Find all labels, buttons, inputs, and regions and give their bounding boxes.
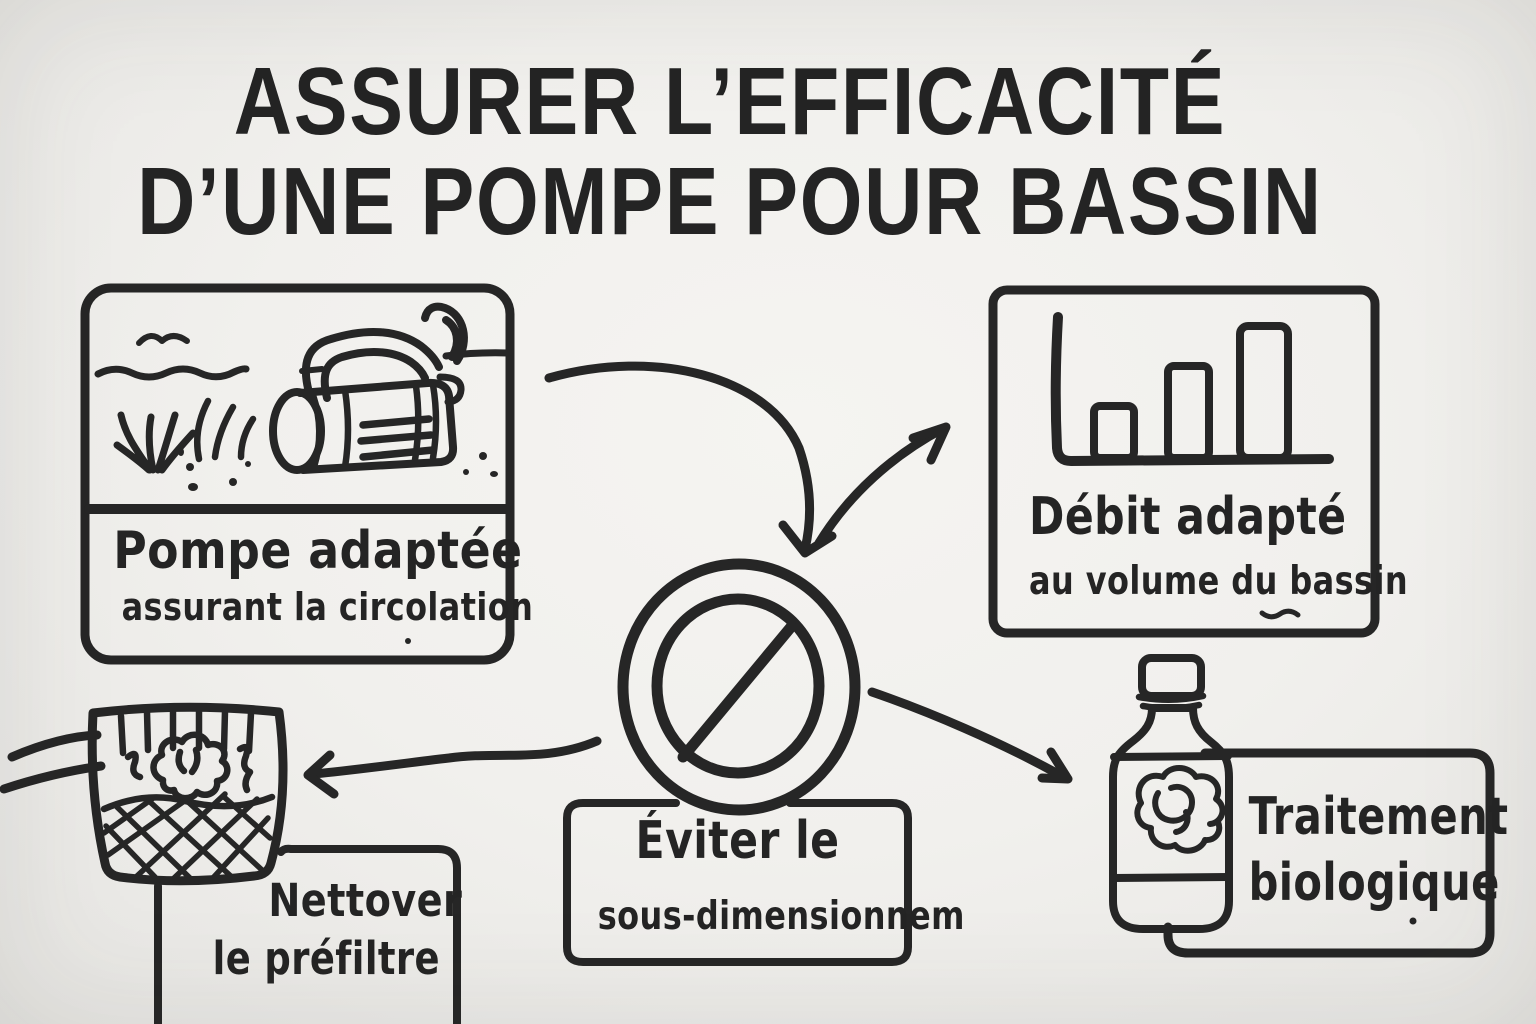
pond-pump-icon [269, 302, 468, 474]
pond-specks [178, 448, 498, 491]
debris-scribble-icon [124, 731, 254, 802]
arrow-center-to-treatment [867, 687, 1073, 784]
treatment-bottle-icon [1109, 654, 1233, 933]
pump-card-frame [80, 283, 515, 665]
avoid-caption-line-1: Éviter le [635, 811, 840, 871]
avoid-card-frame [563, 799, 912, 966]
avoid-caption-line-2: sous-dimensionnem [597, 894, 965, 939]
prohibition-icon [617, 558, 861, 816]
arrow-center-to-flow [814, 422, 951, 548]
arrow-pump-to-center [544, 361, 837, 558]
flow-caption-line-1: Débit adapté [1029, 487, 1347, 547]
grass-icon [113, 411, 197, 474]
prefilter-card-frame [154, 844, 461, 1024]
arrow-center-to-prefilter [303, 736, 602, 799]
bassin-underline-squiggle [1259, 608, 1301, 620]
prefilter-caption-line-1: Nettover [268, 874, 463, 927]
flow-caption-line-2: au volume du bassin [1029, 559, 1409, 604]
bacteria-scribble-icon [1134, 765, 1226, 854]
prefilter-caption-line-2: le préfiltre [212, 932, 440, 985]
pump-caption-line-1: Pompe adaptée [113, 521, 523, 581]
treatment-caption-line-1: Traitement [1248, 787, 1509, 847]
treatment-card-frame [1163, 748, 1495, 958]
pond-scene [94, 302, 512, 491]
treatment-caption-line-2: biologique [1248, 853, 1500, 913]
bar-chart-icon [1050, 312, 1334, 466]
filter-basket-icon [0, 702, 288, 886]
flow-card-frame [988, 285, 1380, 638]
page-title-line-1: ASSURER L’EFFICACITÉ [233, 48, 1227, 155]
pump-caption-line-2: assurant la circolation [121, 585, 534, 629]
ink-dot [405, 638, 411, 644]
ink-dot [1409, 917, 1417, 925]
bird-icon [136, 333, 190, 346]
spray-lines-icon [194, 397, 257, 463]
page-title-line-2: D’UNE POMPE POUR BASSIN [137, 148, 1323, 255]
